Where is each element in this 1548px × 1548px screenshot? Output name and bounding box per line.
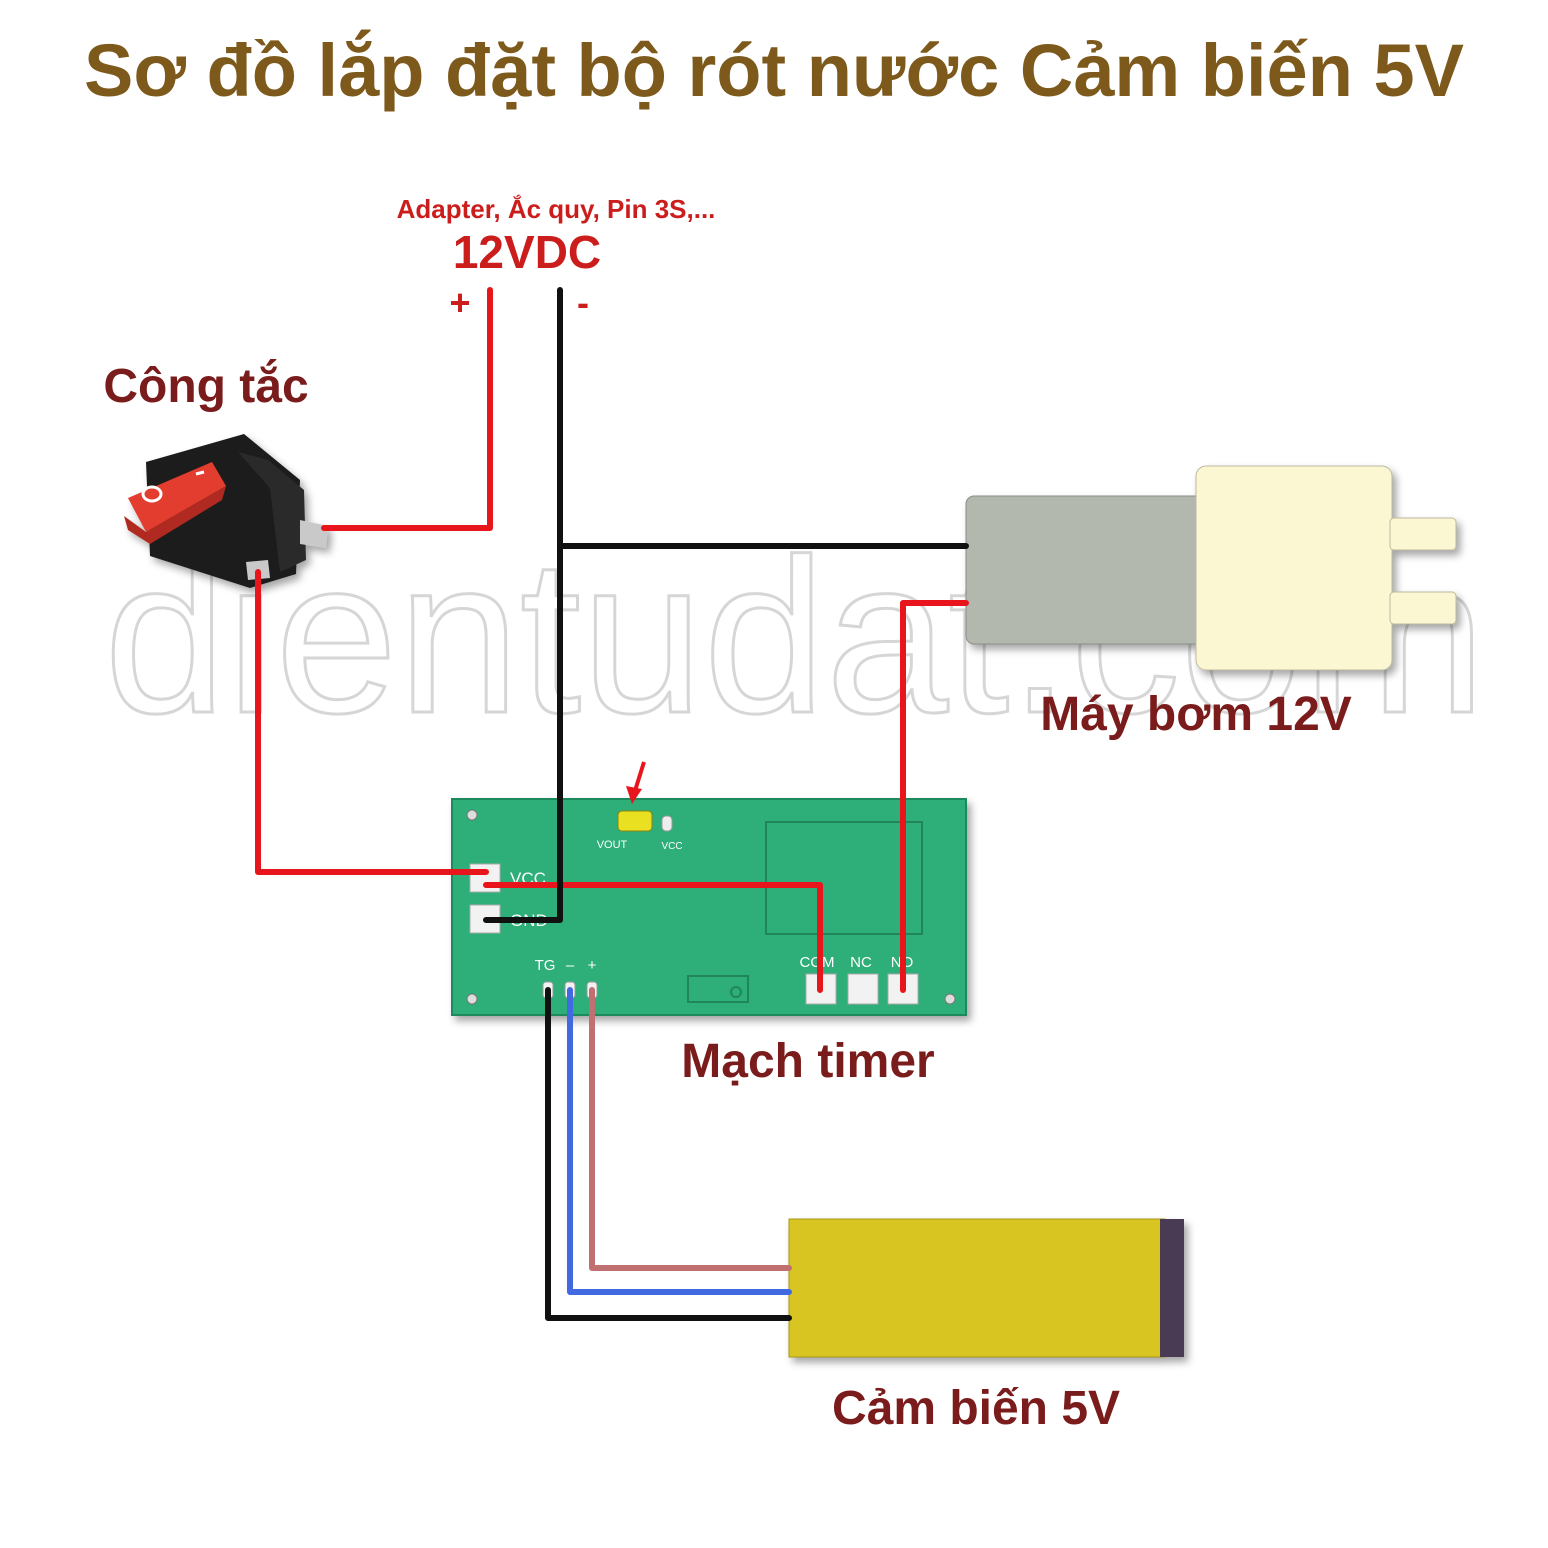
- pump-inlet-nozzle: [1389, 591, 1457, 625]
- switch-on-icon: [195, 470, 205, 476]
- power-voltage-label: 12VDC: [453, 226, 601, 278]
- wire-supply-minus: [483, 287, 563, 923]
- wires: [255, 287, 969, 1321]
- sensor-body: [788, 1218, 1166, 1358]
- wire-sensor-signal: [545, 987, 792, 1321]
- power-plus-label: +: [449, 282, 470, 323]
- nc-terminal: [847, 973, 879, 1005]
- switch-terminal-top: [300, 520, 328, 548]
- tg-pin-label: TG: [535, 957, 556, 974]
- vcc-pad-label: VCC: [661, 841, 682, 852]
- pump-head: [1195, 465, 1393, 671]
- jumper-arrow-icon: [626, 761, 646, 804]
- power-source-note: Adapter, Ắc quy, Pin 3S,...: [397, 194, 716, 224]
- pcb-mount-hole: [466, 809, 478, 821]
- wire-supply-plus: [321, 287, 493, 531]
- wire-sensor-minus: [567, 987, 792, 1295]
- pump: [965, 465, 1457, 671]
- vcc-jumper-pin: [661, 815, 673, 832]
- power-minus-label: -: [577, 282, 589, 323]
- nc-terminal-label: NC: [850, 954, 872, 971]
- rocker-switch: [124, 434, 328, 588]
- timer-pcb: VOUT VCC VCC GND TG – + COM NC NO: [451, 798, 967, 1016]
- switch-label: Công tắc: [103, 358, 308, 413]
- pump-label: Máy bơm 12V: [1040, 688, 1352, 741]
- pcb-mount-hole: [944, 993, 956, 1005]
- pot-knob: [730, 986, 742, 998]
- sensor: [788, 1218, 1184, 1358]
- vout-jumper: [617, 810, 653, 832]
- wire-vcc-to-com: [483, 882, 823, 993]
- switch-side: [238, 452, 306, 572]
- switch-off-icon: [141, 485, 163, 503]
- pump-outlet-nozzle: [1389, 517, 1457, 551]
- diagram-title: Sơ đồ lắp đặt bộ rót nước Cảm biến 5V: [84, 29, 1464, 112]
- timer-label: Mạch timer: [681, 1035, 934, 1088]
- relay-outline: [765, 821, 923, 935]
- wire-switch-to-vcc: [255, 569, 489, 875]
- sensor-cap: [1160, 1219, 1184, 1357]
- minus-pin-label: –: [566, 957, 575, 974]
- sensor-label: Cảm biến 5V: [832, 1382, 1120, 1435]
- wire-no-to-pump: [900, 600, 969, 993]
- vout-pad-label: VOUT: [597, 839, 628, 851]
- switch-rocker: [128, 462, 226, 532]
- pot-outline: [687, 975, 749, 1003]
- pump-body: [965, 495, 1207, 645]
- wire-sensor-plus: [589, 987, 792, 1271]
- plus-pin-label: +: [588, 957, 597, 974]
- pcb-mount-hole: [466, 993, 478, 1005]
- pcb-board: [451, 798, 967, 1016]
